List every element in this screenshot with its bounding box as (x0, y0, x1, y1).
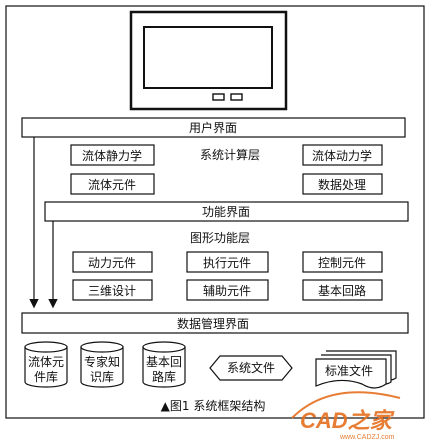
database-2-line1: 专家知 (84, 354, 120, 369)
standard-files-stack (315, 350, 397, 389)
calc-module-4-label: 数据处理 (318, 177, 366, 192)
graphic-function-layer-label: 图形功能层 (190, 231, 250, 245)
graphic-module-1-label: 动力元件 (88, 256, 136, 270)
graphic-module-4-label: 三维设计 (88, 284, 136, 298)
figure-caption: ▲图1 系统框架结构 (161, 398, 266, 413)
calc-module-1 (70, 144, 155, 166)
system-files-label: 系统文件 (227, 360, 275, 375)
function-interface-bar (44, 201, 409, 222)
database-cylinder-3 (142, 341, 186, 388)
function-interface-label: 功能界面 (202, 205, 250, 219)
graphic-module-1 (72, 251, 153, 273)
svg-text:www.CADZJ.com: www.CADZJ.com (339, 434, 395, 441)
svg-text:CAD之家: CAD之家 (300, 408, 395, 433)
data-mgmt-interface-bar (21, 312, 409, 334)
user-interface-label: 用户界面 (189, 120, 237, 135)
calc-module-3-label: 流体元件 (88, 178, 136, 192)
graphic-module-3 (302, 251, 383, 273)
graphic-module-6-label: 基本回路 (318, 283, 366, 298)
monitor-icon (129, 10, 288, 111)
graphic-module-2 (186, 251, 269, 273)
calc-module-4 (302, 173, 383, 195)
graphic-module-3-label: 控制元件 (318, 256, 366, 270)
database-2-line2: 识库 (90, 369, 114, 384)
graphic-module-4 (72, 279, 153, 301)
database-cylinder-1 (24, 341, 68, 388)
calc-module-1-label: 流体静力学 (82, 148, 142, 163)
system-files-shape (209, 355, 293, 381)
database-1-line2: 件库 (34, 369, 58, 384)
watermark-logo: CAD之家 www.CADZJ.com (291, 391, 401, 441)
user-interface-bar (21, 117, 406, 138)
graphic-module-5 (186, 279, 269, 301)
calc-module-2-label: 流体动力学 (312, 148, 372, 163)
standard-files-label: 标准文件 (325, 363, 373, 378)
graphic-module-2-label: 执行元件 (203, 256, 251, 270)
database-3-line2: 路库 (152, 369, 176, 384)
system-calc-layer-label: 系统计算层 (200, 147, 260, 162)
calc-module-3 (70, 173, 155, 195)
database-1-line1: 流体元 (28, 355, 64, 369)
data-mgmt-interface-label: 数据管理界面 (177, 316, 249, 331)
graphic-module-5-label: 辅助元件 (203, 284, 251, 298)
database-cylinder-2 (80, 341, 124, 388)
calc-module-2 (302, 144, 383, 166)
graphic-module-6 (302, 279, 383, 301)
database-3-line1: 基本回 (146, 355, 182, 369)
outer-frame (5, 5, 425, 419)
